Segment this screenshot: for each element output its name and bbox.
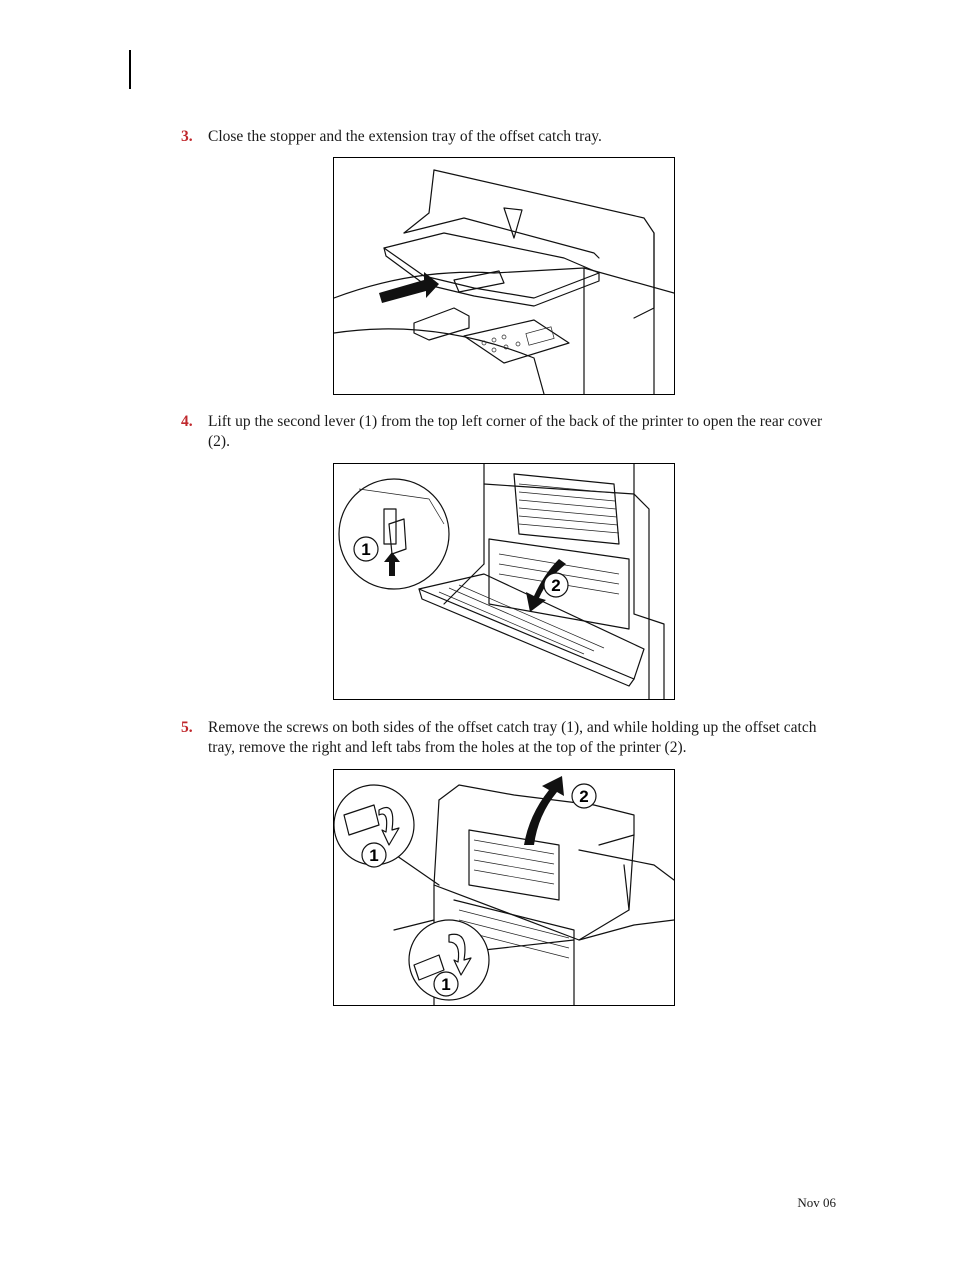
printer-top-illustration	[334, 169, 674, 394]
step-3: 3. Close the stopper and the extension t…	[181, 127, 841, 147]
callout-2: 2	[551, 576, 560, 595]
step-number: 5.	[181, 719, 193, 736]
footer-date: Nov 06	[797, 1195, 836, 1210]
callout-1: 1	[369, 846, 378, 865]
figure-remove-offset-tray: 2 1 1	[333, 769, 675, 1006]
step-number: 3.	[181, 128, 193, 145]
figure-open-rear-cover: 2 1	[333, 463, 675, 700]
callout-1: 1	[361, 540, 370, 559]
step-number: 4.	[181, 413, 193, 430]
step-text: Close the stopper and the extension tray…	[208, 128, 602, 145]
change-bar	[129, 50, 131, 89]
step-5: 5. Remove the screws on both sides of th…	[181, 718, 841, 758]
offset-tray-removal-illustration: 2 1 1	[334, 776, 674, 1005]
rear-cover-illustration: 2 1	[338, 464, 665, 699]
step-4: 4. Lift up the second lever (1) from the…	[181, 412, 841, 452]
callout-1: 1	[441, 975, 450, 994]
callout-2: 2	[579, 787, 588, 806]
figure-close-extension-tray	[333, 157, 675, 395]
step-text: Lift up the second lever (1) from the to…	[208, 413, 823, 450]
step-text: Remove the screws on both sides of the o…	[208, 719, 817, 756]
